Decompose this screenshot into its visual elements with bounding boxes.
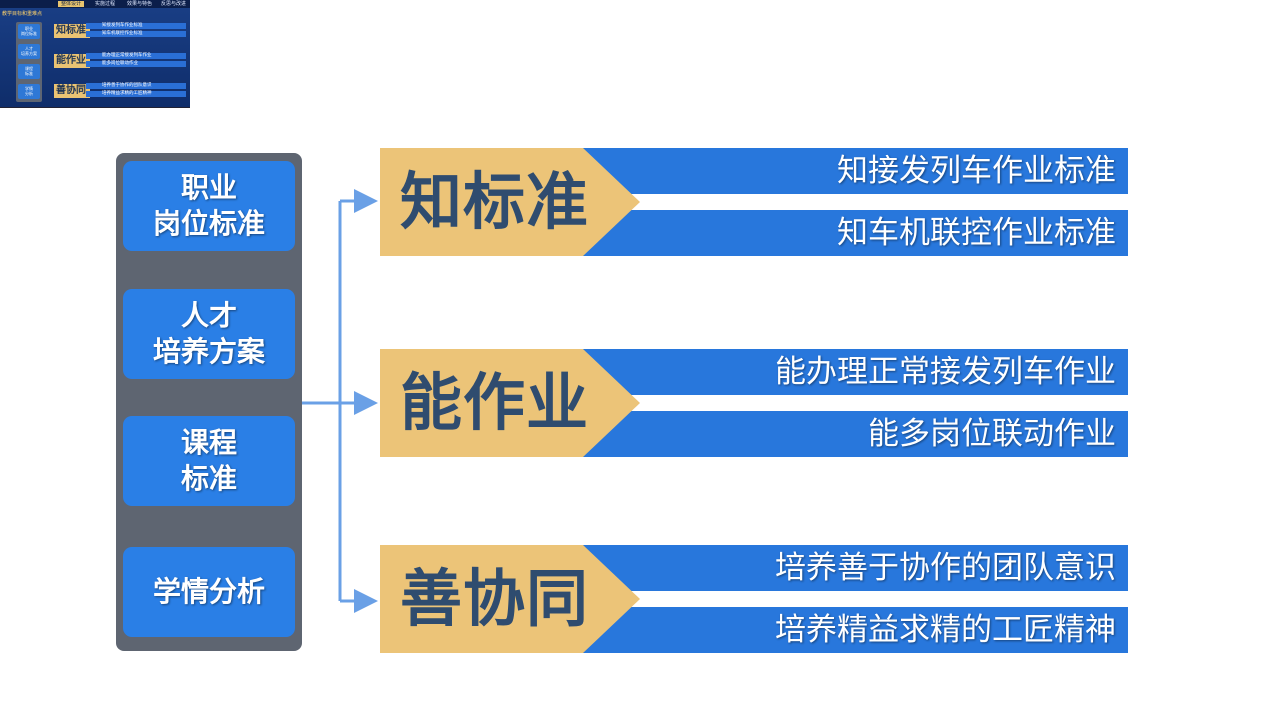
thumbnail-bar: 能多岗位联动作业	[86, 61, 186, 67]
thumbnail-badge: 能作业	[54, 54, 90, 68]
goal-item: 知车机联控作业标准	[582, 210, 1128, 256]
goal-group-collaboration: 善协同 培养善于协作的团队意识 培养精益求精的工匠精神	[380, 545, 1128, 653]
thumbnail-tab: 实施过程	[95, 1, 116, 7]
goal-item: 能办理正常接发列车作业	[582, 349, 1128, 395]
left-item-line: 职业	[180, 171, 237, 204]
thumbnail-bar: 培养精益求精的工匠精神	[86, 91, 186, 97]
thumbnail-left-item: 课程 标准	[18, 64, 40, 79]
left-item-training-plan[interactable]: 人才 培养方案	[123, 289, 295, 379]
goal-badge[interactable]: 能作业	[380, 349, 640, 457]
thumbnail-tab: 整体设计	[58, 1, 85, 7]
left-panel: 职业 岗位标准 人才 培养方案 课程 标准 学情分析	[116, 153, 302, 651]
thumbnail-tab: 反思与改进	[161, 1, 187, 7]
goal-group-knowledge: 知标准 知接发列车作业标准 知车机联控作业标准	[380, 148, 1128, 256]
thumbnail-bar: 知车机联控作业标准	[86, 31, 186, 37]
thumbnail-left-line: 课程	[25, 66, 33, 71]
thumbnail-left-line: 标准	[25, 71, 33, 76]
thumbnail-bar: 培养善于协作的团队意识	[86, 83, 186, 89]
thumbnail-left-item: 职业 岗位标准	[18, 24, 40, 39]
goal-badge-label: 善协同	[400, 562, 590, 635]
left-item-line: 标准	[180, 462, 237, 495]
goal-badge[interactable]: 知标准	[380, 148, 640, 256]
left-item-course-standard[interactable]: 课程 标准	[123, 416, 295, 506]
thumbnail-tab-bar: 整体设计 实施过程 效果与特色 反思与改进	[0, 0, 190, 8]
slide-thumbnail[interactable]: 整体设计 实施过程 效果与特色 反思与改进 教学目标和重难点 职业 岗位标准 人…	[0, 0, 190, 108]
left-item-line: 学情分析	[152, 575, 265, 608]
thumbnail-left-line: 学情	[25, 86, 33, 91]
thumbnail-bar: 能办理正常接发列车作业	[86, 53, 186, 59]
left-item-occupational-standard[interactable]: 职业 岗位标准	[123, 161, 295, 251]
thumbnail-left-item: 学情 分析	[18, 84, 40, 99]
goal-badge-label: 知标准	[400, 165, 590, 238]
left-item-line: 课程	[180, 426, 237, 459]
thumbnail-left-line: 分析	[25, 91, 33, 96]
thumbnail-left-line: 培养方案	[21, 51, 37, 56]
left-item-line: 人才	[180, 299, 237, 332]
thumbnail-left-column: 职业 岗位标准 人才 培养方案 课程 标准 学情 分析	[16, 22, 42, 102]
left-item-line: 岗位标准	[152, 207, 265, 240]
thumbnail-left-line: 岗位标准	[21, 31, 37, 36]
goal-item: 培养精益求精的工匠精神	[582, 607, 1128, 653]
goal-item: 能多岗位联动作业	[582, 411, 1128, 457]
thumbnail-crumb: 教学目标和重难点	[2, 11, 43, 17]
thumbnail-badge: 善协同	[54, 84, 90, 98]
goal-item: 培养善于协作的团队意识	[582, 545, 1128, 591]
goal-badge[interactable]: 善协同	[380, 545, 640, 653]
thumbnail-left-line: 人才	[25, 46, 33, 51]
thumbnail-left-line: 职业	[25, 26, 33, 31]
thumbnail-tab: 效果与特色	[127, 1, 153, 7]
thumbnail-left-item: 人才 培养方案	[18, 44, 40, 59]
thumbnail-badge: 知标准	[54, 24, 90, 38]
goal-group-ability: 能作业 能办理正常接发列车作业 能多岗位联动作业	[380, 349, 1128, 457]
left-item-line: 培养方案	[152, 335, 265, 368]
goal-badge-label: 能作业	[400, 366, 590, 439]
left-item-student-analysis[interactable]: 学情分析	[123, 547, 295, 637]
thumbnail-bar: 知接发列车作业标准	[86, 23, 186, 29]
goal-item: 知接发列车作业标准	[582, 148, 1128, 194]
